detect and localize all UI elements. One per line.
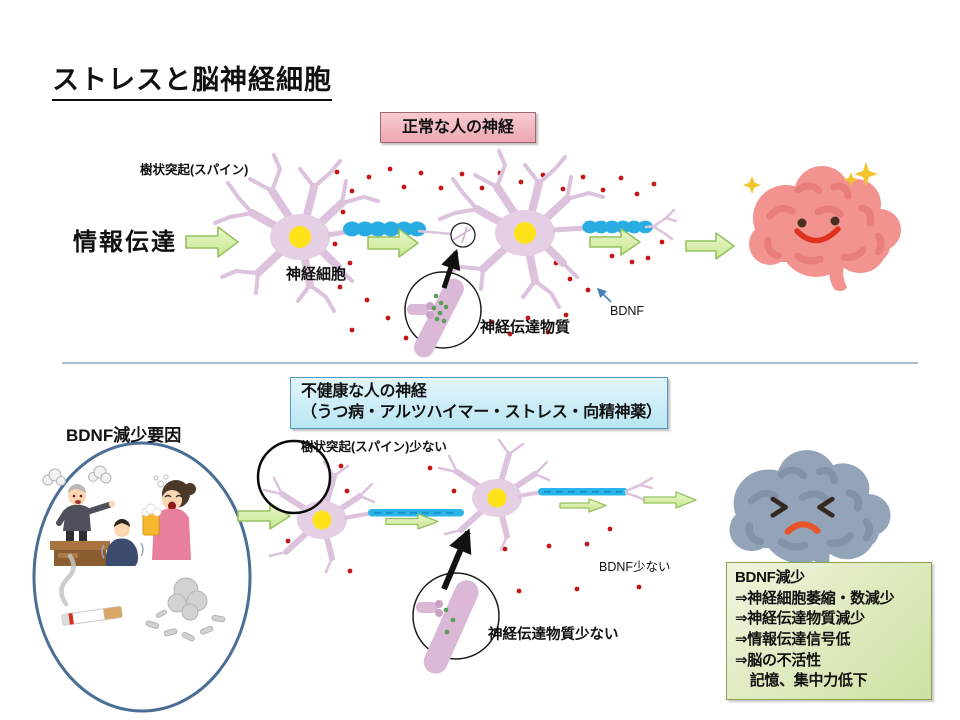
transmission-arrow-4: [685, 232, 735, 260]
weak-arrow-2: [559, 498, 607, 513]
axon-4: [517, 490, 543, 498]
neurotransmitter-dots: [431, 293, 449, 324]
drinking-woman-icon: [141, 474, 196, 560]
summary-line: ⇒神経細胞萎縮・数減少: [735, 589, 895, 607]
sparkle-icons: [743, 162, 878, 194]
transmission-arrow-2: [367, 228, 419, 258]
information-transmission-label: 情報伝達: [73, 229, 177, 256]
synapse-magnifier-normal: [404, 271, 482, 358]
magnifier-pointer-arrow: [441, 248, 461, 289]
synapse-magnifier-reduced: [412, 572, 500, 674]
neurotransmitter-few-label: 神経伝達物質少ない: [488, 627, 619, 643]
healthy-brain-icon: [749, 166, 901, 291]
summary-line: 記憶、集中力低下: [735, 672, 868, 690]
healthy-header-box: 正常な人の神経: [380, 112, 536, 143]
axon-1b: [417, 229, 453, 236]
bdnf-pointer-arrow: [596, 287, 612, 303]
stress-factors-circle: [32, 441, 252, 713]
bdnf-dots-healthy: [332, 166, 665, 341]
axon-terminal-2: [644, 208, 678, 241]
unhealthy-header-line1: 不健康な人の神経: [301, 383, 427, 400]
smoke-icon: [59, 553, 76, 607]
transmission-arrow-3: [589, 228, 641, 256]
unhealthy-header-line2: （うつ病・アルツハイマー・ストレス・向精神薬）: [301, 404, 662, 422]
neuron-cell-label: 神経細胞: [286, 266, 347, 283]
summary-line: ⇒神経伝達物質減少: [735, 610, 865, 628]
dendrite-spine-few-label: 樹状突起(スパイン)少ない: [301, 440, 447, 454]
unhealthy-header-box: 不健康な人の神経 （うつ病・アルツハイマー・ストレス・向精神薬）: [290, 377, 668, 430]
bdnf-decrease-summary-box: BDNF減少 ⇒神経細胞萎縮・数減少 ⇒神経伝達物質減少 ⇒情報伝達信号低 ⇒脳…: [726, 562, 932, 701]
neurotransmitter-dots-few: [443, 607, 456, 635]
angry-boss-icon: [42, 465, 116, 566]
transmission-arrow-1: [185, 226, 239, 258]
unhealthy-brain-face: [770, 496, 835, 535]
cause-arrow: [237, 502, 291, 530]
cigarette-icon: [61, 606, 123, 626]
weak-arrow-1: [385, 513, 439, 530]
axon-2: [552, 225, 587, 233]
weak-arrow-3: [643, 491, 697, 509]
bdnf-decrease-cause-label: BDNF減少要因: [66, 426, 182, 445]
myelin-sheath-1: [343, 221, 426, 237]
summary-line: BDNF減少: [735, 569, 805, 586]
neurotransmitter-label: 神経伝達物質: [480, 319, 571, 336]
bdnf-few-label: BDNF少ない: [599, 560, 671, 574]
healthy-brain-face: [794, 216, 841, 244]
magnifier-pointer-arrow-2: [441, 528, 472, 591]
sparse-dendrite-highlight-circle: [256, 439, 332, 515]
myelin-sheath-2: [582, 220, 653, 234]
stressed-worker-icon: [101, 519, 144, 566]
summary-line: ⇒脳の不活性: [735, 651, 821, 669]
bdnf-dots-unhealthy: [285, 463, 642, 610]
bdnf-label: BDNF: [610, 304, 645, 318]
thin-myelin-2: [538, 488, 628, 496]
page-title: ストレスと脳神経細胞: [52, 58, 332, 101]
synapse-junction-circle: [450, 222, 476, 248]
crushed-cigarettes-icon: [145, 577, 226, 642]
axon-3: [343, 511, 373, 520]
summary-line: ⇒情報伝達信号低: [735, 631, 851, 649]
thin-myelin-1: [368, 509, 464, 517]
unhealthy-brain-icon: [729, 450, 891, 578]
dendrite-spine-label: 樹状突起(スパイン): [140, 163, 249, 177]
beer-mug-icon: [141, 503, 162, 536]
